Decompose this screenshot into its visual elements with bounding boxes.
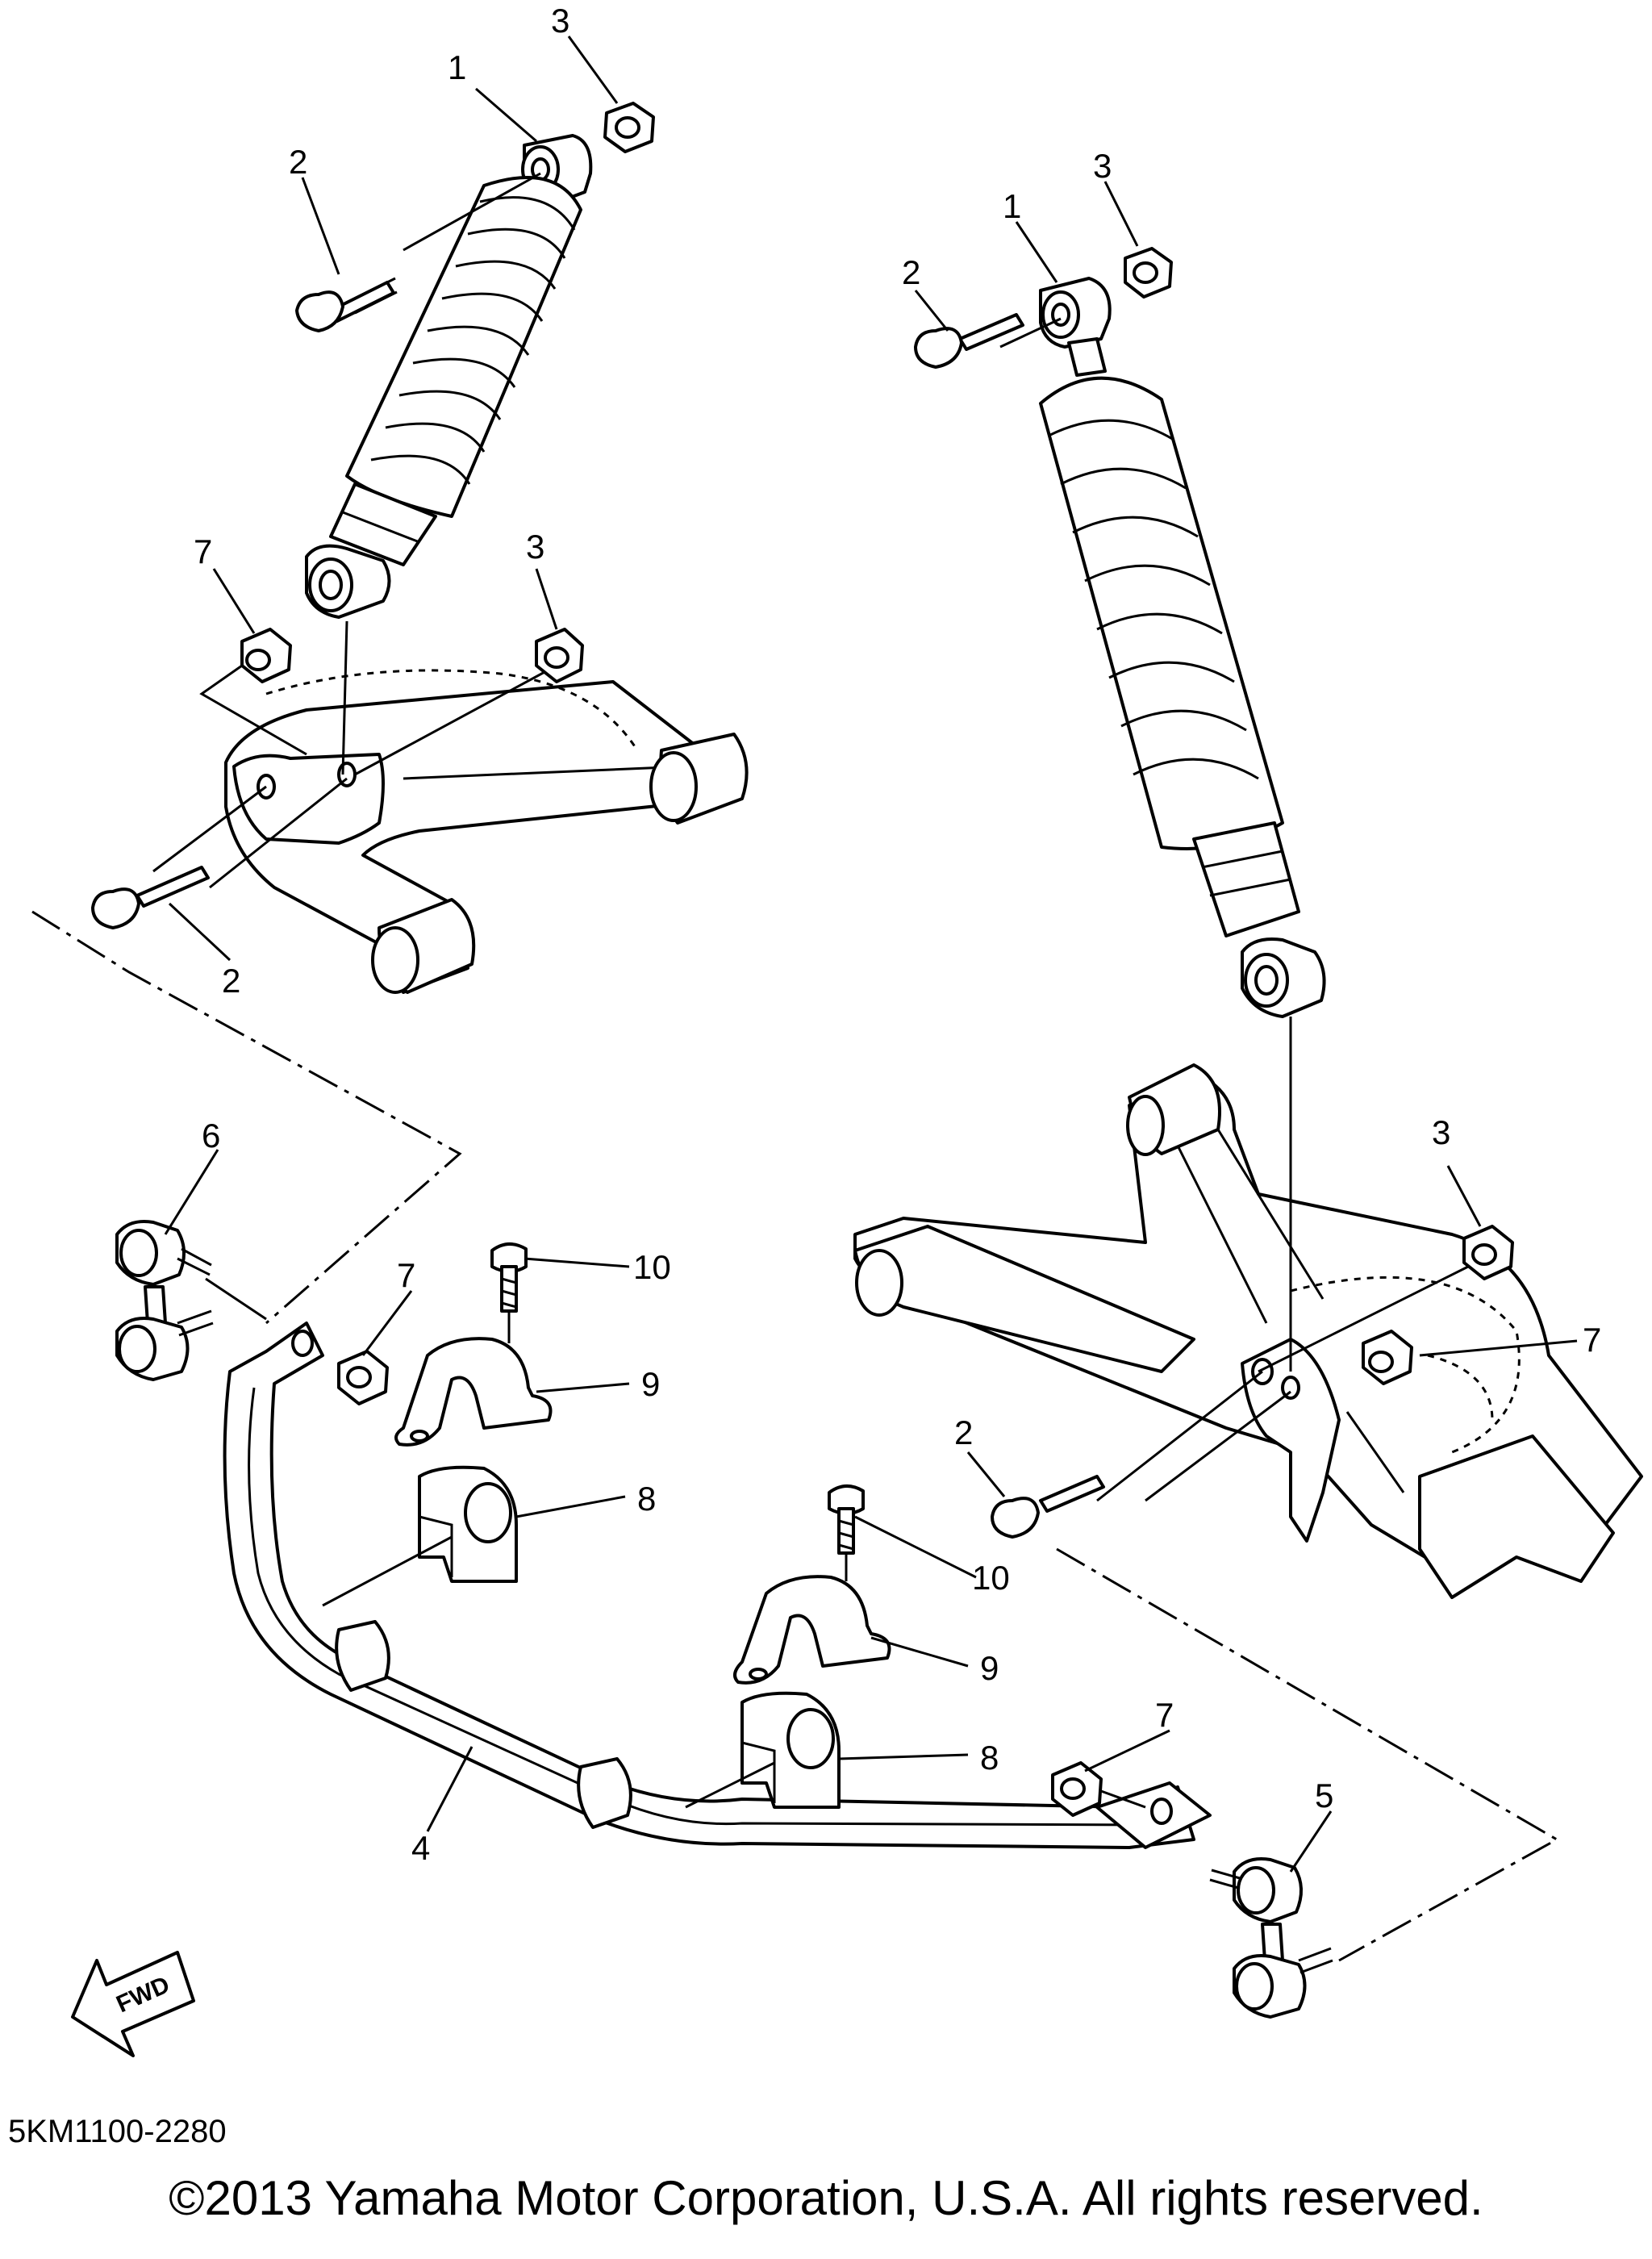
- right-a-arm: [853, 1063, 1643, 1599]
- right-assembly-line: [1056, 1547, 1560, 1962]
- callout-left-shock: 1: [448, 48, 466, 86]
- callout-stabilizer: 4: [411, 1829, 430, 1867]
- callout-left-bolt-arm: 2: [222, 962, 240, 1000]
- callout-nut7-left: 7: [397, 1256, 415, 1294]
- callout-left-bolt-top: 2: [289, 143, 307, 181]
- left-arm-nut: [535, 628, 584, 683]
- left-arm-nut-7: [240, 628, 292, 683]
- stabilizer-nut-right: [1051, 1761, 1103, 1817]
- callout-bolt10-left: 10: [633, 1248, 671, 1286]
- callout-nut7-right: 7: [1155, 1696, 1174, 1734]
- right-top-nut: [1124, 247, 1173, 299]
- bushing-right: [740, 1691, 841, 1809]
- callout-holder-left: 9: [641, 1365, 660, 1403]
- left-assembly-line: [31, 910, 462, 1325]
- left-top-bolt: [295, 277, 398, 332]
- stabilizer-nut-left: [337, 1350, 389, 1405]
- diagram-code: 5KM1100-2280: [8, 2114, 227, 2149]
- copyright-notice: ©2013 Yamaha Motor Corporation, U.S.A. A…: [169, 2171, 1483, 2225]
- callout-left-nut-arm: 3: [526, 528, 544, 566]
- right-arm-nut: [1462, 1225, 1514, 1280]
- callout-right-nut-7: 7: [1583, 1321, 1601, 1359]
- right-stabilizer-link: [1209, 1857, 1333, 2019]
- callout-link-right: 5: [1315, 1777, 1333, 1814]
- bushing-left: [418, 1465, 518, 1583]
- callout-bushing-right: 8: [980, 1739, 999, 1777]
- callout-bolt10-right: 10: [972, 1559, 1010, 1597]
- holder-right: [733, 1575, 891, 1685]
- callout-left-nut-7: 7: [194, 532, 212, 570]
- right-shock-absorber: [1039, 277, 1326, 1018]
- callout-left-nut-top: 3: [551, 2, 569, 40]
- callout-right-nut-top: 3: [1093, 147, 1112, 185]
- callout-bushing-left: 8: [637, 1480, 656, 1518]
- callout-right-nut-arm: 3: [1432, 1113, 1450, 1151]
- left-arm-bolt: [91, 866, 210, 929]
- holder-left: [394, 1337, 553, 1447]
- left-shock-absorber: [305, 134, 593, 619]
- left-a-arm: [224, 669, 749, 994]
- left-top-nut: [603, 102, 655, 153]
- callout-right-shock: 1: [1003, 187, 1021, 225]
- fwd-arrow: FWD: [71, 1951, 195, 2057]
- right-arm-bolt: [991, 1475, 1105, 1539]
- left-stabilizer-link: [115, 1220, 214, 1381]
- bolt-10-left: [490, 1242, 528, 1313]
- right-arm-nut-7: [1362, 1330, 1413, 1385]
- callout-link-left: 6: [202, 1117, 220, 1155]
- bolt-10-right: [828, 1484, 865, 1555]
- callout-right-bolt-top: 2: [902, 253, 920, 291]
- stabilizer-bar: [223, 1322, 1212, 1849]
- right-top-bolt: [914, 313, 1024, 369]
- callout-holder-right: 9: [980, 1649, 999, 1687]
- leader-lines: [164, 35, 1578, 1873]
- callout-right-bolt-arm: 2: [954, 1413, 973, 1451]
